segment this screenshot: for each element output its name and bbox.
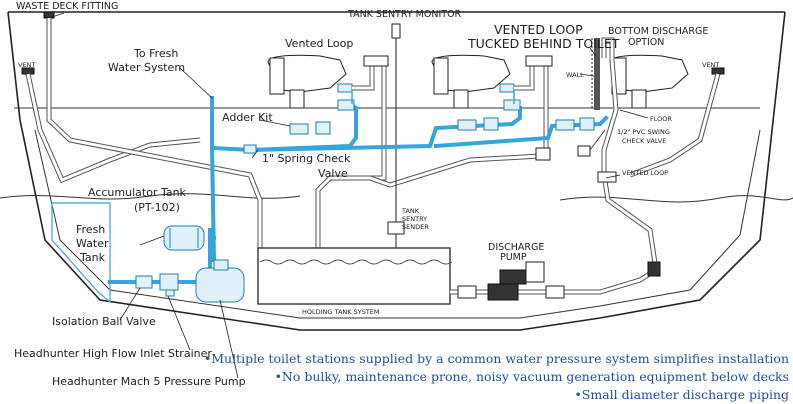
label-swing-check-2: CHECK VALVE <box>622 137 666 145</box>
label-fresh-water-tank-1: Fresh <box>76 223 105 236</box>
label-vent-left: VENT <box>18 61 35 69</box>
label-wall: WALL <box>566 71 584 79</box>
pump-assembly <box>135 259 245 303</box>
caption-line-1: •Multiple toilet stations supplied by a … <box>204 351 789 366</box>
holding-tank <box>257 247 453 305</box>
label-vented-loop-right: VENTED LOOP <box>622 169 668 177</box>
label-swing-check-1: 1/2" PVC SWING <box>617 128 670 136</box>
label-waste-deck-fitting: WASTE DECK FITTING <box>16 1 118 12</box>
label-tucked-behind-toilet: TUCKED BEHIND TOILET <box>467 36 620 51</box>
label-bottom-discharge-2: OPTION <box>628 37 664 48</box>
label-pressure-pump: Headhunter Mach 5 Pressure Pump <box>52 375 246 388</box>
label-vented-loop-caps: VENTED LOOP <box>494 22 583 37</box>
label-accumulator-2: (PT-102) <box>134 201 180 214</box>
label-floor: FLOOR <box>650 115 672 123</box>
label-adder-kit: Adder Kit <box>222 111 273 124</box>
left-vent <box>21 67 201 184</box>
boat-hull <box>0 11 793 331</box>
discharge-piping <box>315 37 659 300</box>
label-bottom-discharge-1: BOTTOM DISCHARGE <box>608 26 708 37</box>
inlet-strainer <box>159 273 179 291</box>
label-accumulator-1: Accumulator Tank <box>88 186 187 199</box>
captions: •Multiple toilet stations supplied by a … <box>204 351 789 402</box>
label-to-fresh-2: Water System <box>108 61 185 74</box>
label-spring-check-2: Valve <box>318 167 348 180</box>
label-tank-sentry-monitor: TANK SENTRY MONITOR <box>347 9 462 20</box>
right-vent <box>629 67 725 178</box>
waste-deck-fitting <box>43 11 263 248</box>
label-tank-sentry-sender-1: TANK <box>401 207 420 215</box>
label-discharge-pump-2: PUMP <box>500 252 527 263</box>
accumulator-tank <box>163 225 205 251</box>
label-inlet-strainer: Headhunter High Flow Inlet Strainer <box>14 347 212 360</box>
labels: WASTE DECK FITTING TANK SENTRY MONITOR V… <box>14 1 719 388</box>
toilet-3 <box>609 54 689 109</box>
toilet-1 <box>267 54 353 109</box>
tank-sentry-monitor <box>385 23 407 297</box>
pressure-pump <box>195 267 245 303</box>
caption-line-3: •Small diameter discharge piping <box>574 387 789 402</box>
label-fresh-water-tank-3: Tank <box>79 251 106 264</box>
label-to-fresh-1: To Fresh <box>133 47 178 60</box>
toilet-2 <box>431 54 515 109</box>
label-discharge-pump-1: DISCHARGE <box>488 242 544 253</box>
label-tank-sentry-sender-2: SENTRY <box>402 215 427 223</box>
isolation-ball-valve <box>135 275 153 289</box>
label-isolation-ball-valve: Isolation Ball Valve <box>52 315 156 328</box>
label-fresh-water-tank-2: Water <box>76 237 109 250</box>
label-tank-sentry-sender-3: SENDER <box>402 223 429 231</box>
caption-line-2: •No bulky, maintenance prone, noisy vacu… <box>275 369 789 384</box>
leader-lines <box>51 12 649 379</box>
discharge-pump <box>450 261 661 301</box>
label-holding-tank-system: HOLDING TANK SYSTEM <box>302 308 380 316</box>
label-vented-loop-top: Vented Loop <box>285 37 353 50</box>
label-spring-check-1: 1" Spring Check <box>262 152 351 165</box>
label-vent-right: VENT <box>702 61 719 69</box>
fresh-water-tank <box>51 202 111 304</box>
